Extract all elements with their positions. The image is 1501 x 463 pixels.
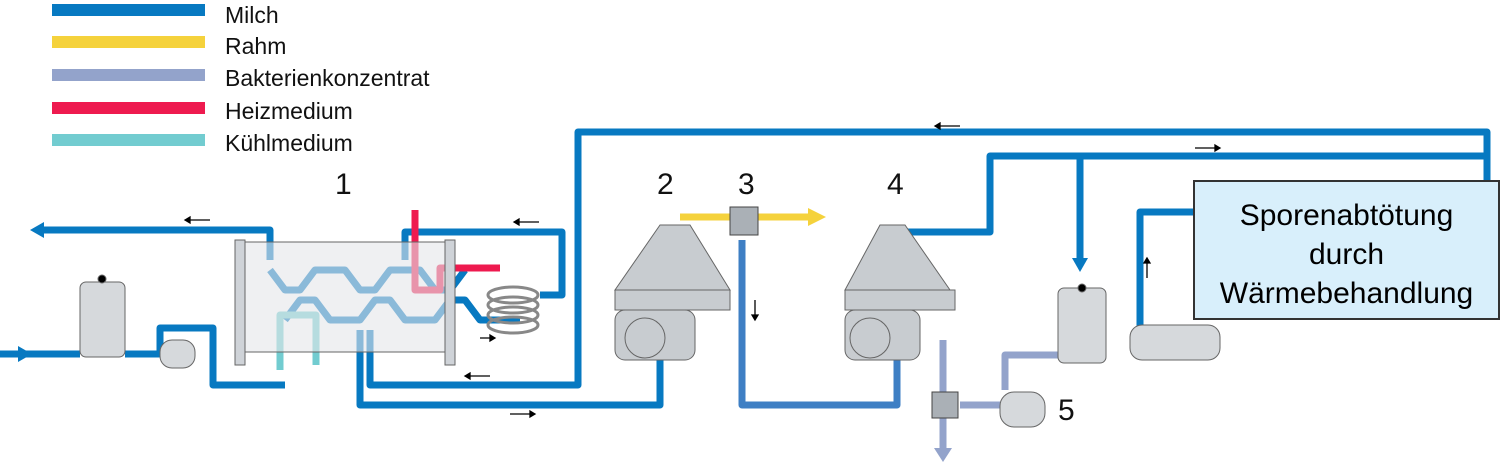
pump-5 <box>999 391 1046 428</box>
milk-to-sep2-pipe <box>356 330 664 409</box>
heat-return-pipe <box>1136 208 1195 330</box>
pump-left <box>159 339 196 369</box>
legend-label-rahm: Rahm <box>225 33 287 59</box>
pump-right <box>1129 324 1221 361</box>
label-4: 4 <box>887 168 904 201</box>
spore-killing-box: Sporenabtötung durch Wärmebehandlung <box>1193 180 1500 320</box>
legend-label-heiz: Heizmedium <box>225 98 353 124</box>
milk-in-arrow-head <box>18 346 32 362</box>
valve-3 <box>729 206 759 236</box>
legend-swatch-rahm <box>52 36 205 48</box>
legend-swatch-kuehl <box>52 134 205 146</box>
valve-bacteria <box>931 391 959 419</box>
separator-2 <box>614 224 731 361</box>
box-line-3: Wärmebehandlung <box>1219 277 1474 310</box>
milk-loop-pipe <box>401 228 566 299</box>
legend-label-kuehl: Kühlmedium <box>225 130 353 156</box>
label-2: 2 <box>657 168 674 201</box>
legend-swatch-bakterien <box>52 69 205 81</box>
label-3: 3 <box>738 168 755 201</box>
legend-swatch-milch <box>52 4 205 16</box>
milk-inlet-pipe <box>0 324 285 389</box>
cream-arrow-head <box>808 208 826 226</box>
tank-left <box>79 274 126 358</box>
legend-swatch-heiz <box>52 102 205 114</box>
tank-right <box>1057 283 1107 364</box>
box-line-2: durch <box>1308 238 1385 271</box>
bacteria-arrow-head <box>934 448 952 462</box>
flow-arrows <box>183 121 1222 419</box>
separator-4 <box>844 224 956 361</box>
box-line-1: Sporenabtötung <box>1239 199 1454 232</box>
legend-swatches <box>52 4 205 146</box>
label-1: 1 <box>335 168 352 201</box>
milk-return-pipe <box>366 128 1491 389</box>
milk-out-arrow-head <box>30 222 44 238</box>
legend-label-milch: Milch <box>225 2 279 28</box>
sep4-to-heat-pipe <box>900 152 1485 236</box>
legend-label-bakterien: Bakterienkonzentrat <box>225 65 430 91</box>
plate-heat-exchanger <box>234 239 456 366</box>
tank-feed-arrow-head <box>1072 258 1088 272</box>
skim-to-sep4-pipe <box>738 240 901 409</box>
label-5: 5 <box>1058 394 1075 427</box>
coil <box>486 285 540 335</box>
